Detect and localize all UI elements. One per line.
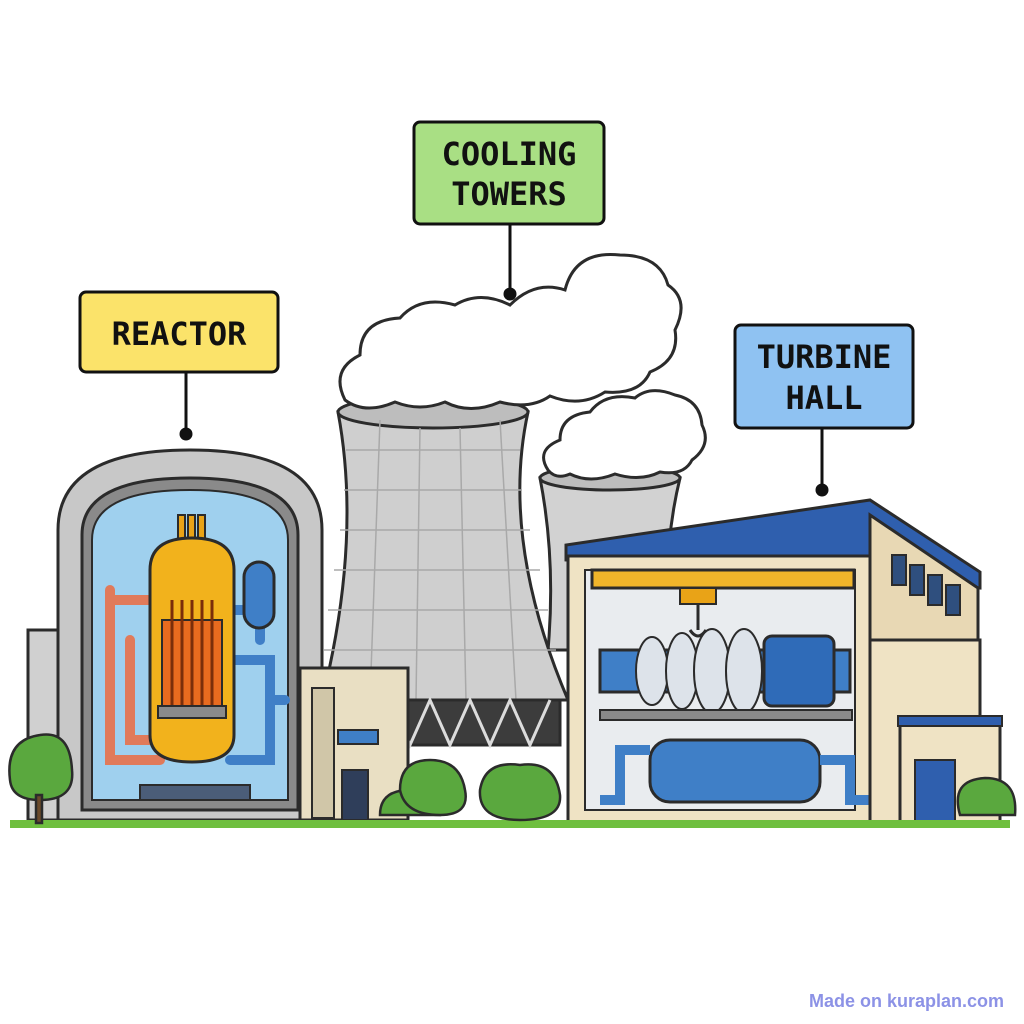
label-reactor: REACTOR: [78, 290, 280, 374]
steam-cloud-small: [542, 389, 707, 481]
reactor-pipes: [105, 585, 290, 765]
label-cooling-line1: COOLING: [442, 135, 577, 173]
generator: [762, 634, 836, 708]
ground: [10, 820, 1010, 828]
watermark: Made on kuraplan.com: [808, 991, 1004, 1011]
label-turbine-hall: TURBINE HALL: [733, 323, 915, 430]
hall-windows: [891, 554, 961, 616]
label-cooling-towers: COOLING TOWERS: [412, 120, 606, 226]
front-cooling-tower: [320, 410, 571, 702]
shrubs: [8, 733, 1017, 825]
turbine-hall: [564, 498, 1003, 826]
condenser: [600, 738, 880, 805]
leader-lines: [179, 224, 829, 497]
label-cooling-line2: TOWERS: [451, 175, 567, 213]
label-turbine-line2: HALL: [785, 379, 862, 417]
reactor-building: [26, 448, 410, 822]
steam-clouds: [338, 252, 707, 481]
turbine-generator: [598, 628, 853, 721]
steam-cloud-large: [338, 252, 683, 410]
reactor-vessel: [148, 514, 236, 764]
label-turbine-line1: TURBINE: [757, 338, 892, 376]
tree-left: [8, 733, 74, 802]
hall-door: [914, 759, 956, 825]
accumulator-tank: [242, 560, 276, 630]
label-reactor-text: REACTOR: [112, 315, 248, 353]
